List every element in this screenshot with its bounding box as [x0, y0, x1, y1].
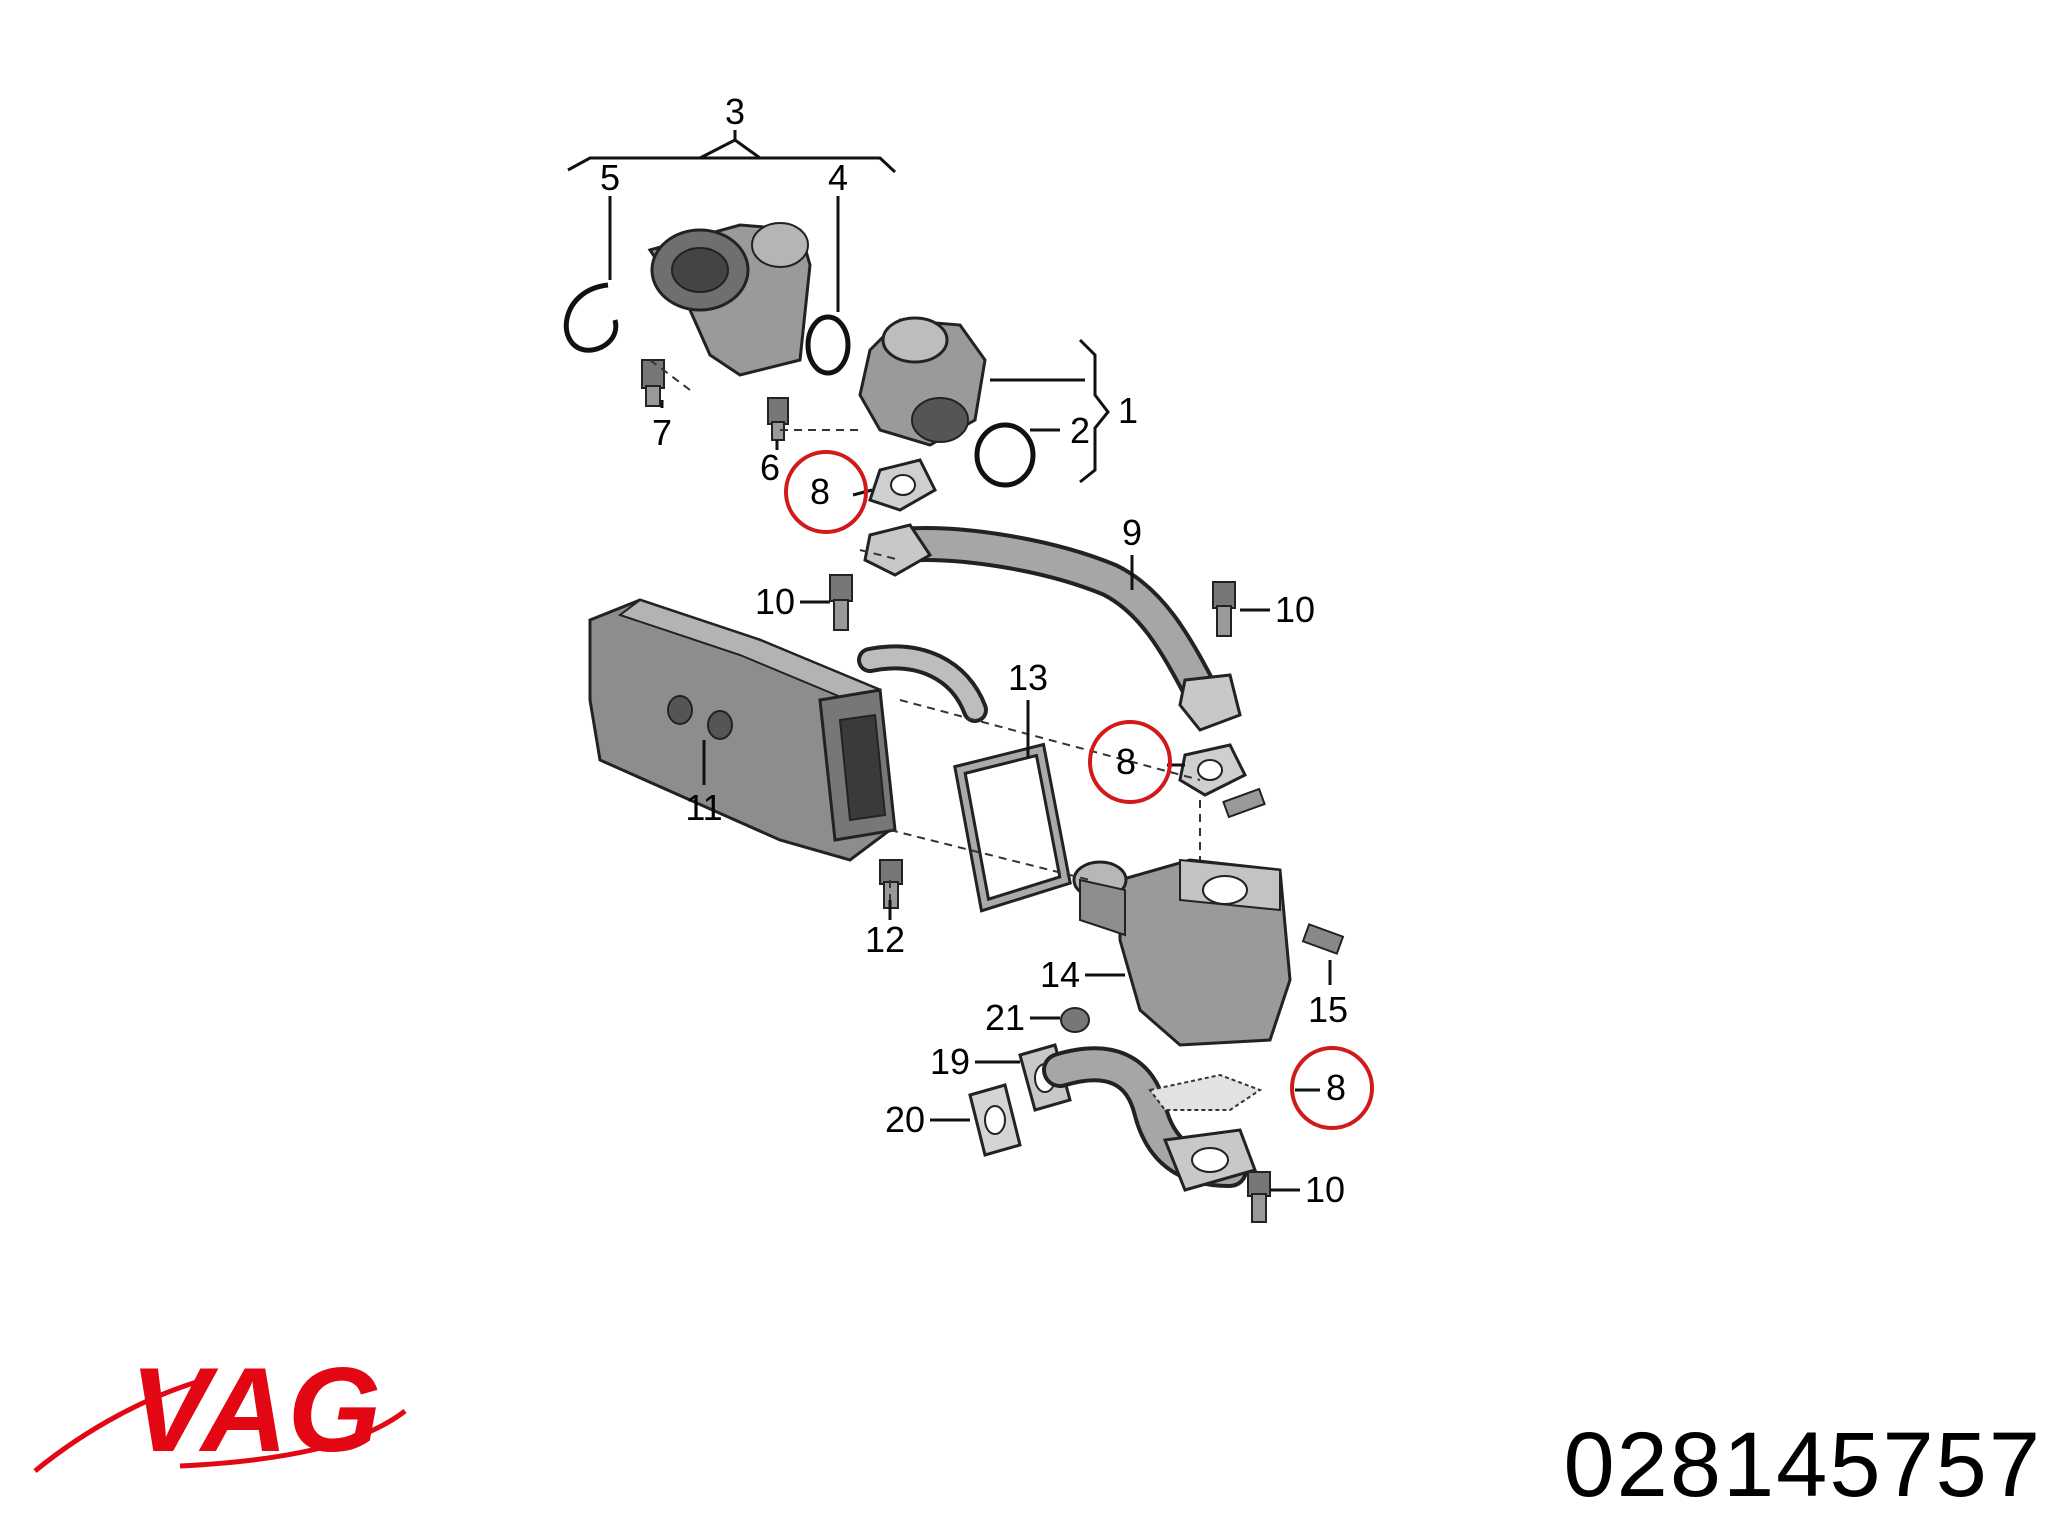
egr-pipe-9 — [863, 523, 1242, 732]
callout-15: 15 — [1308, 989, 1348, 1030]
highlight-circle-bottom — [1290, 1046, 1374, 1130]
brand-name: VAG — [130, 1343, 381, 1476]
egr-cooler-11 — [588, 598, 988, 862]
bolt-15 — [1301, 923, 1345, 955]
egr-module-14 — [1072, 858, 1292, 1047]
callout-2: 2 — [1070, 410, 1090, 451]
gasket-8-middle — [1178, 743, 1248, 797]
o-ring-5 — [563, 282, 619, 353]
callout-6: 6 — [760, 447, 780, 488]
callout-7: 7 — [652, 412, 672, 453]
bolt-6 — [767, 397, 789, 441]
callout-20: 20 — [885, 1099, 925, 1140]
callout-8-middle: 8 — [1116, 741, 1136, 782]
stud-part — [1222, 787, 1266, 819]
highlight-circle-middle — [1088, 720, 1172, 804]
bolt-7 — [641, 359, 665, 407]
lower-pipe — [1042, 1046, 1257, 1192]
gasket-8-bottom — [1148, 1073, 1263, 1111]
gasket-20 — [968, 1083, 1022, 1157]
o-ring-2 — [974, 422, 1036, 488]
callout-9: 9 — [1122, 512, 1142, 553]
callout-4: 4 — [828, 157, 848, 198]
bolt-10a — [829, 574, 853, 631]
highlight-circles — [784, 450, 1374, 1130]
vag-logo: VAG — [33, 1343, 407, 1476]
throttle-body-part — [647, 222, 812, 377]
callout-labels: 3 5 4 1 2 7 6 8 9 10 10 13 8 11 12 14 15… — [600, 91, 1348, 1210]
gasket-8-top — [868, 458, 937, 512]
callout-5: 5 — [600, 157, 620, 198]
callout-10-bottom: 10 — [1305, 1169, 1345, 1210]
bracket-group-3 — [567, 130, 897, 174]
callout-10-right: 10 — [1275, 589, 1315, 630]
callout-8-top: 8 — [810, 471, 830, 512]
bolt-10c — [1247, 1171, 1271, 1223]
callout-14: 14 — [1040, 954, 1080, 995]
logo-swoosh — [33, 1378, 201, 1473]
part-number: 028145757 — [1563, 1414, 2042, 1516]
callout-12: 12 — [865, 919, 905, 960]
nut-21 — [1060, 1007, 1090, 1033]
callout-3: 3 — [725, 91, 745, 132]
callout-8-bottom: 8 — [1326, 1067, 1346, 1108]
callout-13: 13 — [1008, 657, 1048, 698]
leader-lines — [608, 196, 1332, 1192]
logo-swoosh-lower — [179, 1409, 407, 1469]
bracket-group-1 — [990, 338, 1110, 484]
callout-1: 1 — [1118, 390, 1138, 431]
gasket-13 — [953, 742, 1072, 913]
callout-11: 11 — [685, 787, 722, 828]
callout-19: 19 — [930, 1041, 970, 1082]
alignment-lines — [649, 359, 1201, 900]
callout-10-left: 10 — [755, 581, 795, 622]
o-ring-4 — [805, 314, 851, 376]
callout-21: 21 — [985, 997, 1025, 1038]
highlight-circle-top — [784, 450, 868, 534]
bolt-10b — [1212, 581, 1236, 637]
egr-valve-part — [858, 316, 987, 447]
